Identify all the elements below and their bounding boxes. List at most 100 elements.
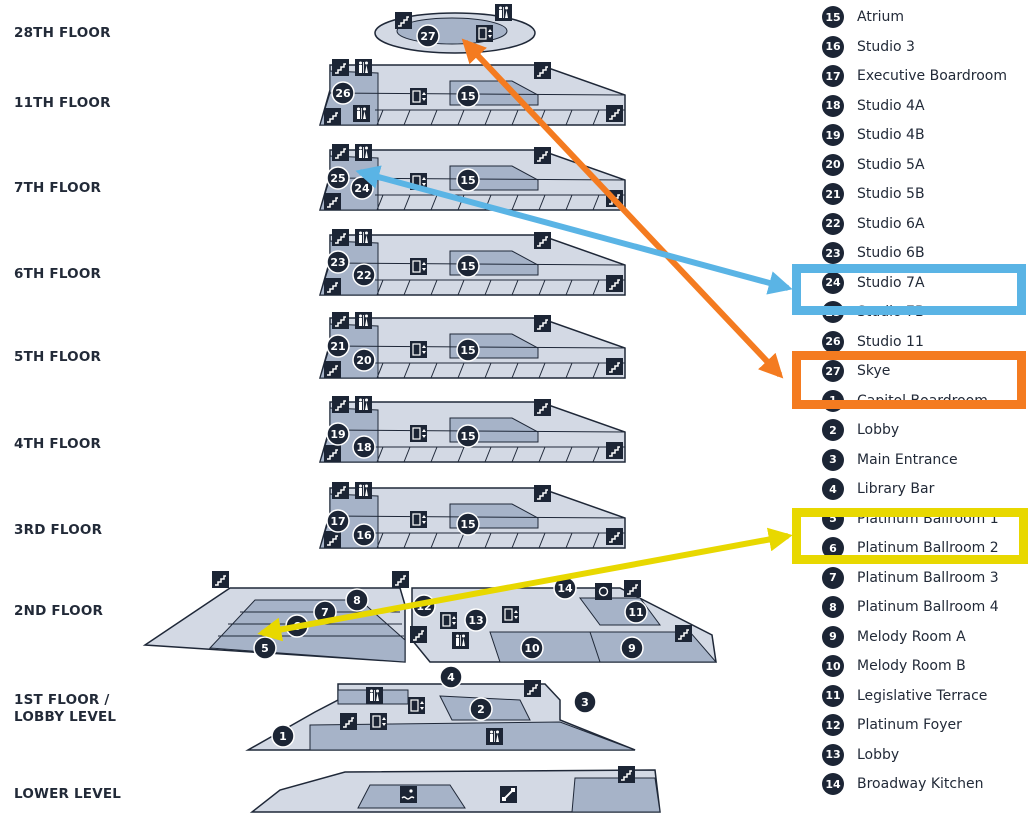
svg-text:13: 13 — [468, 614, 483, 627]
room-marker-27: 27 — [416, 24, 440, 48]
legend-room-name: Studio 11 — [857, 333, 924, 350]
legend-number-badge: 21 — [822, 183, 844, 205]
legend-room-name: Platinum Foyer — [857, 717, 962, 733]
svg-text:9: 9 — [628, 642, 636, 655]
legend-room-name: Library Bar — [857, 481, 935, 497]
svg-text:26: 26 — [335, 87, 351, 100]
boardroom-area — [309, 721, 636, 751]
restroom-icon — [355, 59, 372, 76]
stairs-icon — [324, 445, 341, 462]
restroom-icon — [366, 687, 383, 704]
room-marker-20: 20 — [352, 348, 376, 372]
window-line — [565, 446, 573, 463]
restroom-icon — [355, 229, 372, 246]
room-marker-19: 19 — [326, 422, 350, 446]
stairs-icon — [606, 105, 623, 122]
dining-icon — [595, 583, 612, 600]
svg-text:7: 7 — [321, 606, 329, 619]
svg-text:15: 15 — [460, 518, 475, 531]
svg-text:15: 15 — [460, 344, 475, 357]
room-marker-13: 13 — [464, 608, 488, 632]
elevator-icon — [410, 341, 427, 358]
legend-number-badge: 12 — [822, 714, 844, 736]
svg-text:11: 11 — [628, 606, 643, 619]
svg-text:22: 22 — [356, 269, 371, 282]
window-line — [430, 446, 438, 463]
floor-label-1: 1ST FLOOR / LOBBY LEVEL — [14, 692, 116, 726]
svg-text:23: 23 — [330, 256, 345, 269]
legend-room-name: Studio 5A — [857, 156, 925, 173]
room-marker-3: 3 — [573, 690, 597, 714]
floor-label-3: 3RD FLOOR — [14, 522, 103, 538]
room-marker-22: 22 — [352, 263, 376, 287]
elevator-icon — [440, 612, 457, 629]
legend-number-badge: 2 — [822, 419, 844, 441]
restroom-icon — [495, 4, 512, 21]
legend-number-badge: 16 — [822, 35, 844, 58]
legend-room-name: Studio 3 — [857, 38, 915, 55]
room-marker-17: 17 — [326, 509, 350, 533]
legend-number-badge: 7 — [822, 566, 844, 589]
room-marker-8: 8 — [345, 588, 369, 612]
room-marker-15: 15 — [456, 254, 480, 278]
pool-icon — [400, 786, 417, 803]
svg-text:18: 18 — [356, 441, 371, 454]
room-marker-1: 1 — [271, 724, 295, 748]
legend-room-name: Studio 6B — [857, 245, 925, 261]
room-marker-10: 10 — [520, 636, 544, 660]
window-line — [403, 446, 411, 463]
restroom-icon — [355, 482, 372, 499]
stairs-icon — [332, 59, 349, 76]
legend-number-badge: 27 — [822, 360, 844, 382]
highlight-box-studio-7a — [792, 264, 1026, 315]
svg-text:3: 3 — [581, 696, 589, 709]
svg-text:27: 27 — [420, 30, 435, 43]
legend-number-badge: 11 — [822, 684, 844, 707]
highlight-arrow-platinum-ballroom-1 — [257, 527, 793, 642]
room-marker-15: 15 — [456, 168, 480, 192]
svg-text:16: 16 — [356, 529, 372, 542]
elevator-icon — [410, 88, 427, 105]
fitness-icon — [500, 786, 517, 803]
legend-room-name: Melody Room A — [857, 628, 966, 645]
stairs-icon — [618, 766, 635, 783]
legend-number-badge: 17 — [822, 65, 844, 87]
legend-number-badge: 19 — [822, 124, 844, 146]
lower-level-plate — [249, 769, 661, 813]
svg-text:10: 10 — [524, 642, 540, 655]
legend-room-name: Lobby — [857, 422, 900, 438]
legend-room-name: Studio 7A — [857, 274, 925, 291]
svg-text:21: 21 — [330, 340, 345, 353]
highlight-box-skye — [792, 351, 1026, 409]
stairs-icon — [395, 12, 412, 29]
stairs-icon — [410, 626, 427, 643]
room-marker-25: 25 — [326, 166, 350, 190]
room-marker-9: 9 — [620, 636, 644, 660]
window-line — [457, 446, 465, 463]
floor-label-1-line1: 1ST FLOOR / — [14, 692, 110, 708]
window-line — [592, 446, 600, 463]
legend-item: 16 Studio 3 — [822, 35, 915, 58]
legend-number-badge: 6 — [822, 537, 844, 559]
elevator-icon — [410, 258, 427, 275]
stairs-icon — [675, 625, 692, 642]
legend-room-name: Executive Boardroom — [857, 68, 1007, 84]
room-marker-26: 26 — [331, 81, 355, 105]
restroom-icon — [355, 144, 372, 161]
legend-room-name: Studio 4A — [857, 97, 925, 114]
legend-number-badge: 18 — [822, 94, 844, 117]
legend-number-badge: 15 — [822, 6, 844, 28]
elevator-icon — [408, 697, 425, 714]
svg-text:1: 1 — [279, 730, 287, 743]
restroom-icon — [452, 632, 469, 649]
window-line — [538, 446, 546, 463]
